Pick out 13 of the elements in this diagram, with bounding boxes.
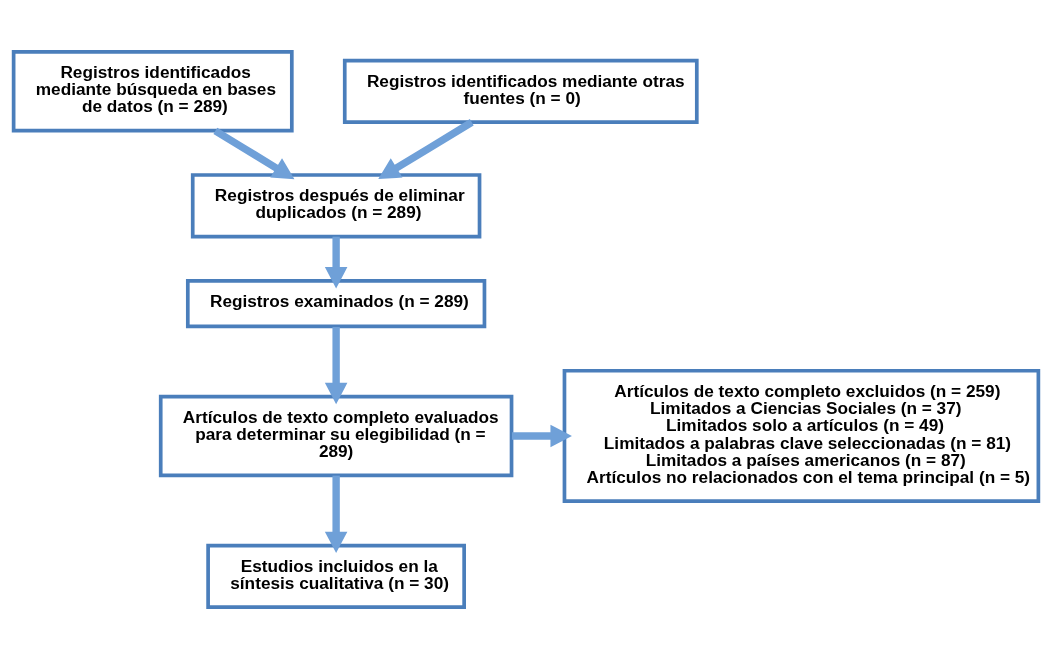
arrow [324,326,348,404]
node-box: Artículos de texto completo evaluados para determinar su elegibilidad (n = 289) [158,394,514,477]
arrow [213,127,295,179]
arrow [324,475,348,553]
node-box: Registros después de eliminar duplicados (n = 289) [190,172,482,238]
node-box: Registros identificados mediante otras fuentes (n = 0) [342,58,699,124]
node-box: Artículos de texto completo excluidos (n = 259) Limitados a Ciencias Sociales (n = 37) Limitados solo a artículos (n = 49) Limitados a palabras clave seleccionadas (n = 81) Limitados a países americanos (n = 87) Artículos no relacionados con el tema principal (n = 5) [562,368,1041,503]
node-box: Registros examinados (n = 289) [185,278,487,328]
arrow [324,236,348,289]
arrow [512,424,572,447]
arrow [378,118,474,179]
node-box: Estudios incluidos en la síntesis cualitativa (n = 30) [206,543,466,609]
node-box: Registros identificados mediante búsqueda en bases de datos (n = 289) [11,49,294,133]
